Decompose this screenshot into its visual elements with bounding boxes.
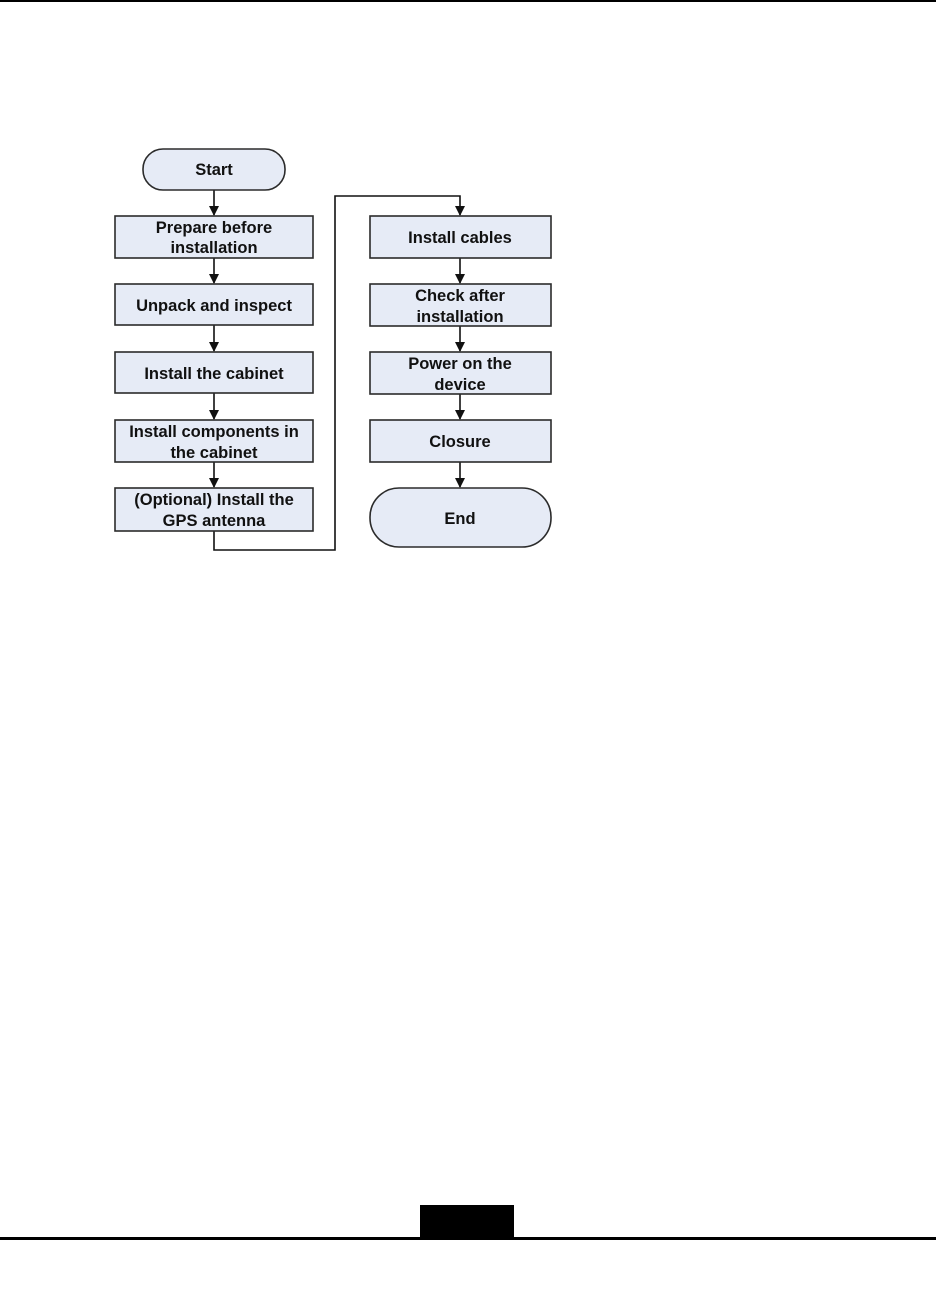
step-check-after-installation: Check after installation <box>370 284 551 326</box>
start-terminal: Start <box>143 149 285 190</box>
step-label-line: installation <box>170 239 257 257</box>
step-install-components: Install components in the cabinet <box>115 420 313 462</box>
step-install-cables: Install cables <box>370 216 551 258</box>
footer-rule <box>0 1237 936 1240</box>
step-label-line: (Optional) Install the <box>134 491 294 509</box>
end-terminal: End <box>370 488 551 547</box>
step-label-line: Closure <box>429 433 490 451</box>
step-closure: Closure <box>370 420 551 462</box>
step-prepare-before-installation: Prepare before installation <box>115 216 313 258</box>
step-label-line: device <box>434 376 485 394</box>
step-install-gps-antenna: (Optional) Install the GPS antenna <box>115 488 313 531</box>
step-label-line: Check after <box>415 287 505 305</box>
step-label-line: installation <box>416 308 503 326</box>
step-label-line: GPS antenna <box>163 512 267 530</box>
end-label: End <box>444 510 475 528</box>
step-label-line: Prepare before <box>156 219 272 237</box>
step-install-the-cabinet: Install the cabinet <box>115 352 313 393</box>
start-label: Start <box>195 161 233 179</box>
step-label-line: Power on the <box>408 355 512 373</box>
step-label-line: Install cables <box>408 229 512 247</box>
step-label-line: the cabinet <box>170 444 258 462</box>
step-label-line: Install the cabinet <box>144 365 284 383</box>
step-unpack-and-inspect: Unpack and inspect <box>115 284 313 325</box>
footer-page-tab <box>420 1205 514 1239</box>
step-label-line: Unpack and inspect <box>136 297 292 315</box>
step-power-on-the-device: Power on the device <box>370 352 551 394</box>
installation-flowchart: Start Prepare before installation Unpack… <box>0 0 936 620</box>
step-label-line: Install components in <box>129 423 299 441</box>
